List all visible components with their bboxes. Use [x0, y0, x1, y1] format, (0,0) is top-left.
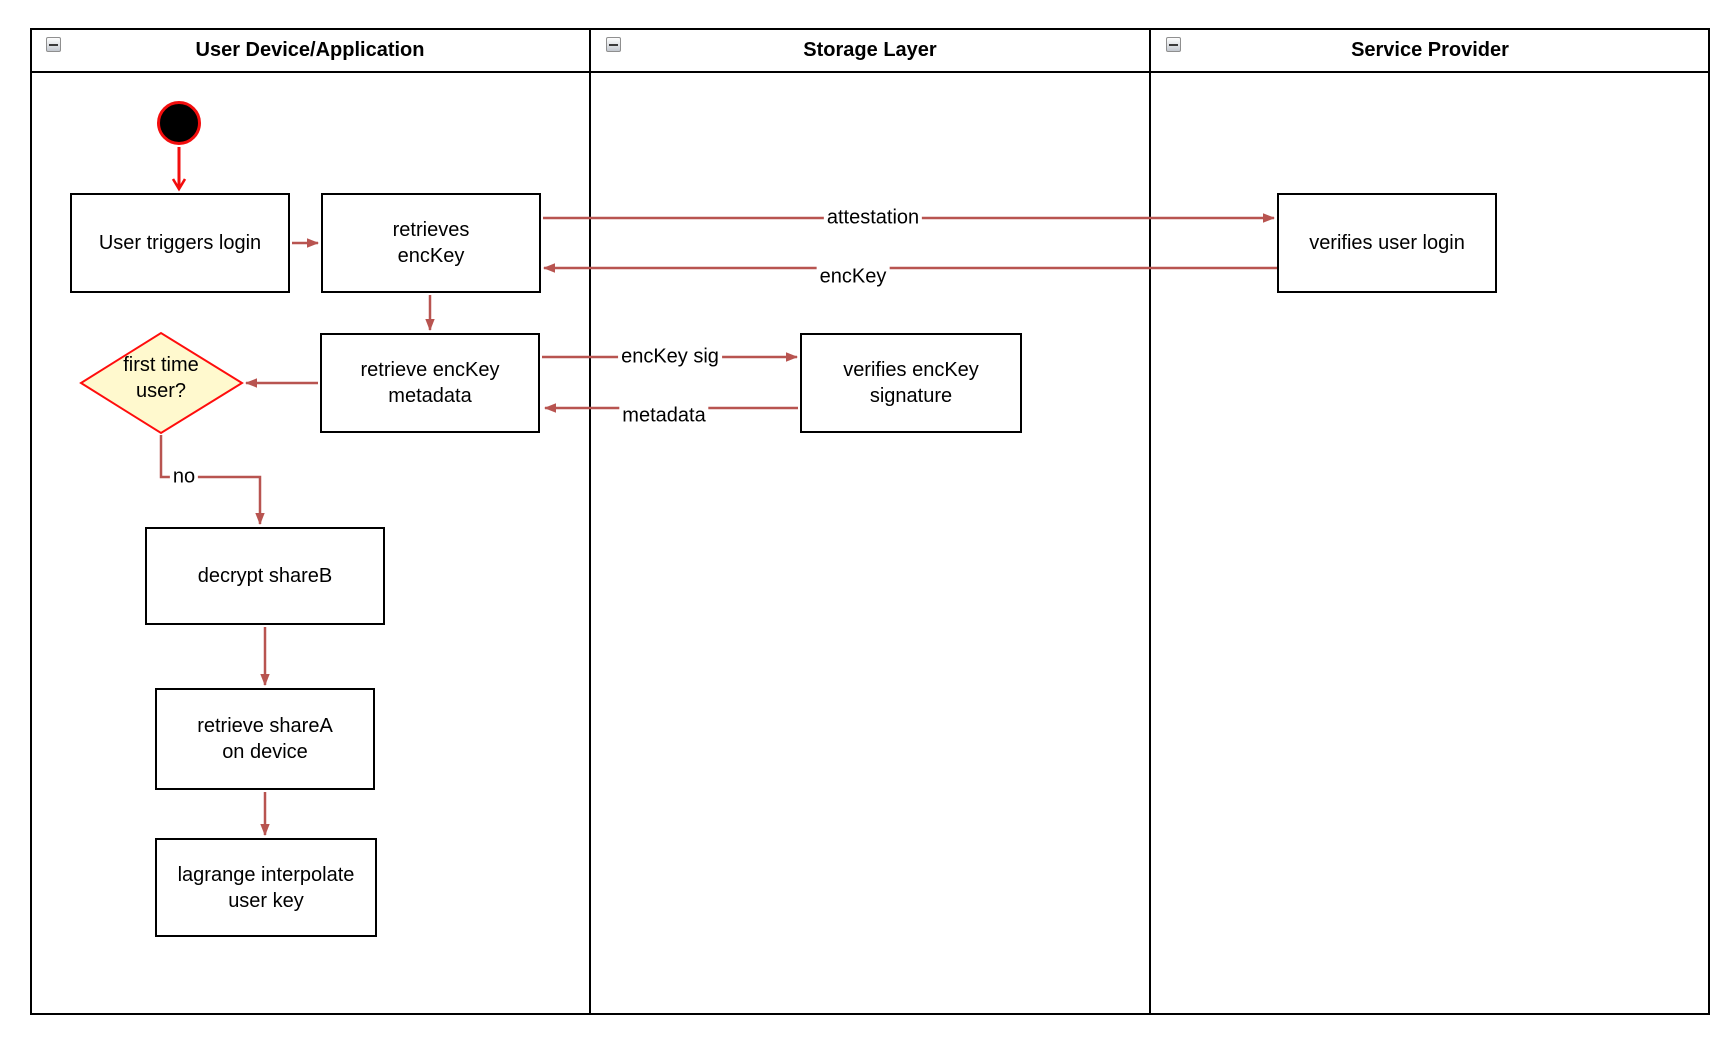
- node-retrieve-sharea: retrieve shareA on device: [155, 688, 375, 790]
- lane-title-service-provider: Service Provider: [1351, 39, 1509, 61]
- edge-no-to-decrypt: [159, 435, 265, 525]
- decision-first-time-user-label: first time user?: [123, 354, 199, 402]
- node-user-triggers-login: User triggers login: [70, 193, 290, 293]
- node-verifies-user-login: verifies user login: [1277, 193, 1497, 293]
- node-lagrange-interpolate: lagrange interpolate user key: [155, 838, 377, 937]
- collapse-minus-icon[interactable]: [1166, 37, 1181, 52]
- lane-header-separator: [30, 71, 1710, 73]
- node-decrypt-shareb: decrypt shareB: [145, 527, 385, 625]
- minus-glyph: [49, 43, 58, 46]
- edge-label-enckey: encKey: [816, 265, 890, 289]
- node-retrieve-enckey-metadata: retrieve encKey metadata: [320, 333, 540, 433]
- node-verifies-enckey-signature: verifies encKey signature: [800, 333, 1022, 433]
- start-state-node: [157, 101, 201, 145]
- lane-title-storage-layer: Storage Layer: [803, 39, 937, 61]
- lane-divider-2: [1149, 28, 1151, 1015]
- node-retrieves-enckey: retrieves encKey: [321, 193, 541, 293]
- decision-diamond: [79, 331, 244, 435]
- collapse-minus-icon[interactable]: [46, 37, 61, 52]
- lane-title-user-device: User Device/Application: [195, 39, 425, 61]
- edge-label-attestation: attestation: [823, 206, 923, 230]
- minus-glyph: [1169, 43, 1178, 46]
- collapse-minus-icon[interactable]: [606, 37, 621, 52]
- lane-divider-1: [589, 28, 591, 1015]
- edge-label-metadata: metadata: [619, 404, 709, 428]
- edge-label-enckey-sig: encKey sig: [618, 345, 722, 369]
- edge-label-no: no: [169, 465, 199, 489]
- minus-glyph: [609, 43, 618, 46]
